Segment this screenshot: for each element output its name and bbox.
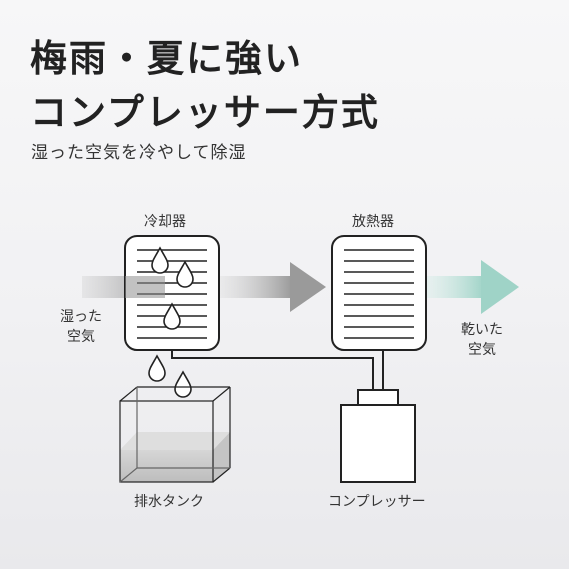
dry-air-label-line-2: 空気	[468, 342, 496, 358]
compressor-label: コンプレッサー	[328, 494, 426, 510]
radiator-label: 放熱器	[352, 214, 394, 230]
drain-tank-label: 排水タンク	[134, 494, 204, 510]
title-line-1: 梅雨・夏に強い	[30, 37, 303, 80]
radiator-unit	[331, 235, 427, 351]
title-line-2: コンプレッサー方式	[30, 91, 380, 134]
water-drop-icon	[174, 370, 192, 398]
humid-air-label-line-2: 空気	[67, 329, 95, 345]
refrigerant-pipe	[171, 350, 384, 392]
water-drop-icon	[151, 246, 169, 274]
humid-air-label: 湿った 空気	[60, 307, 102, 347]
airflow-arrow-mid	[220, 262, 326, 312]
water-drop-icon	[148, 354, 166, 382]
subtitle: 湿った空気を冷やして除湿	[31, 143, 247, 163]
humid-air-label-line-1: 湿った	[60, 309, 102, 325]
dry-air-label: 乾いた 空気	[461, 320, 503, 360]
cooler-label: 冷却器	[144, 214, 186, 230]
water-drop-icon	[176, 260, 194, 288]
dry-air-label-line-1: 乾いた	[461, 322, 503, 338]
drain-tank	[119, 386, 231, 483]
compressor-unit	[340, 389, 416, 483]
dry-air-outflow-arrow	[422, 260, 519, 314]
water-drop-icon	[163, 302, 181, 330]
